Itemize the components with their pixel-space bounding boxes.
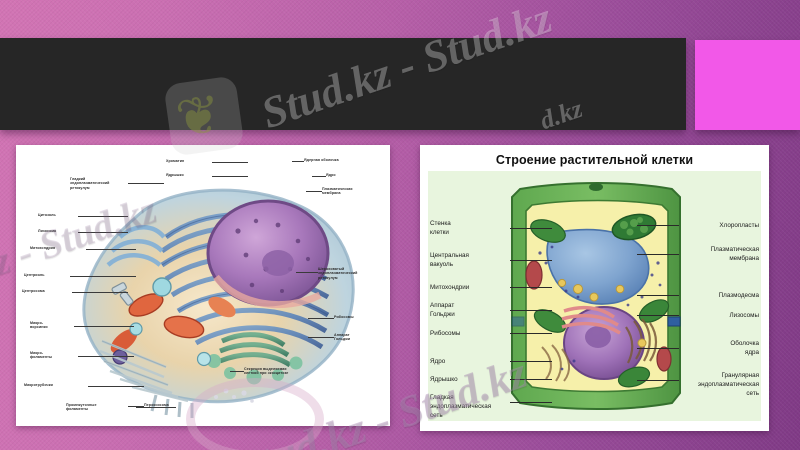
animal-cell-illustration bbox=[16, 145, 390, 426]
animal-cell-label: Ядерная оболочка bbox=[304, 158, 339, 162]
plant-cell-label: Ядрышко bbox=[430, 376, 458, 383]
animal-cell-label: Цитозоль bbox=[38, 213, 56, 217]
animal-cell-leader-line bbox=[296, 272, 318, 273]
plant-cell-leader-line bbox=[510, 260, 552, 261]
animal-cell-leader-line bbox=[128, 406, 144, 407]
plant-cell-leader-line bbox=[637, 348, 679, 349]
animal-cell-leader-line bbox=[312, 176, 326, 177]
plant-cell-leader-line bbox=[637, 295, 679, 296]
animal-cell-leader-line bbox=[70, 276, 136, 277]
animal-cell-label: Хроматин bbox=[166, 159, 185, 163]
animal-cell-label: Лизосома bbox=[38, 229, 57, 233]
animal-cell-leader-line bbox=[88, 386, 144, 387]
animal-cell-leader-line bbox=[230, 371, 244, 372]
plant-cell-leader-line bbox=[510, 333, 552, 334]
animal-cell-leader-line bbox=[308, 318, 334, 319]
plant-cell-illustration bbox=[428, 171, 761, 421]
plant-cell-leader-line bbox=[510, 361, 552, 362]
animal-cell-label: Микро-филаменты bbox=[30, 351, 53, 360]
animal-cell-leader-line bbox=[212, 176, 248, 177]
animal-cell-leader-line bbox=[74, 326, 134, 327]
animal-cell-leader-line bbox=[72, 292, 128, 293]
animal-cell-leader-line bbox=[78, 356, 134, 357]
plant-cell-title: Строение растительной клетки bbox=[420, 145, 769, 171]
plant-cell-leader-line bbox=[510, 310, 552, 311]
plant-cell-label: Ядро bbox=[430, 358, 446, 365]
accent-block bbox=[695, 40, 800, 130]
plant-cell-label: Хлоропласты bbox=[719, 222, 759, 229]
animal-cell-leader-line bbox=[292, 161, 304, 162]
plant-cell-leader-line bbox=[510, 287, 552, 288]
plant-cell-label: Митохондрии bbox=[430, 284, 470, 291]
plant-cell-label: Лизосомы bbox=[729, 312, 759, 319]
animal-cell-label: Микротрубочки bbox=[24, 383, 53, 387]
animal-cell-leader-line bbox=[306, 191, 322, 192]
animal-cell-label: Митохондрия bbox=[30, 246, 56, 250]
animal-cell-label: Центриоль bbox=[24, 273, 45, 277]
animal-cell-leader-line bbox=[78, 216, 128, 217]
plant-cell-leader-line bbox=[510, 228, 552, 229]
plant-cell-leader-line bbox=[510, 402, 552, 403]
animal-cell-leader-line bbox=[86, 249, 136, 250]
animal-cell-leader-line bbox=[308, 337, 334, 338]
animal-cell-leader-line bbox=[128, 183, 164, 184]
animal-cell-label: Ядро bbox=[326, 173, 336, 177]
animal-cell-label: Центросома bbox=[22, 289, 45, 293]
plant-cell-label: Плазмодесма bbox=[718, 292, 759, 299]
plant-cell-leader-line bbox=[510, 379, 552, 380]
animal-cell-label: Пероксисома bbox=[144, 403, 169, 407]
animal-cell-leader-line bbox=[78, 232, 128, 233]
plant-cell-image[interactable]: Строение растительной клетки bbox=[420, 145, 769, 431]
animal-cell-label: Микро-ворсинки bbox=[30, 321, 48, 330]
plant-cell-label: Рибосомы bbox=[430, 330, 461, 337]
animal-cell-label: Рибосомы bbox=[334, 315, 354, 319]
plant-cell-leader-line bbox=[637, 380, 679, 381]
animal-cell-leader-line bbox=[212, 162, 248, 163]
animal-cell-label: Ядрышко bbox=[166, 173, 184, 177]
animal-cell-leader-line bbox=[136, 407, 176, 408]
plant-cell-leader-line bbox=[637, 315, 679, 316]
plant-cell-leader-line bbox=[637, 225, 679, 226]
plant-cell-leader-line bbox=[637, 254, 679, 255]
slide-title-bar bbox=[0, 38, 686, 130]
